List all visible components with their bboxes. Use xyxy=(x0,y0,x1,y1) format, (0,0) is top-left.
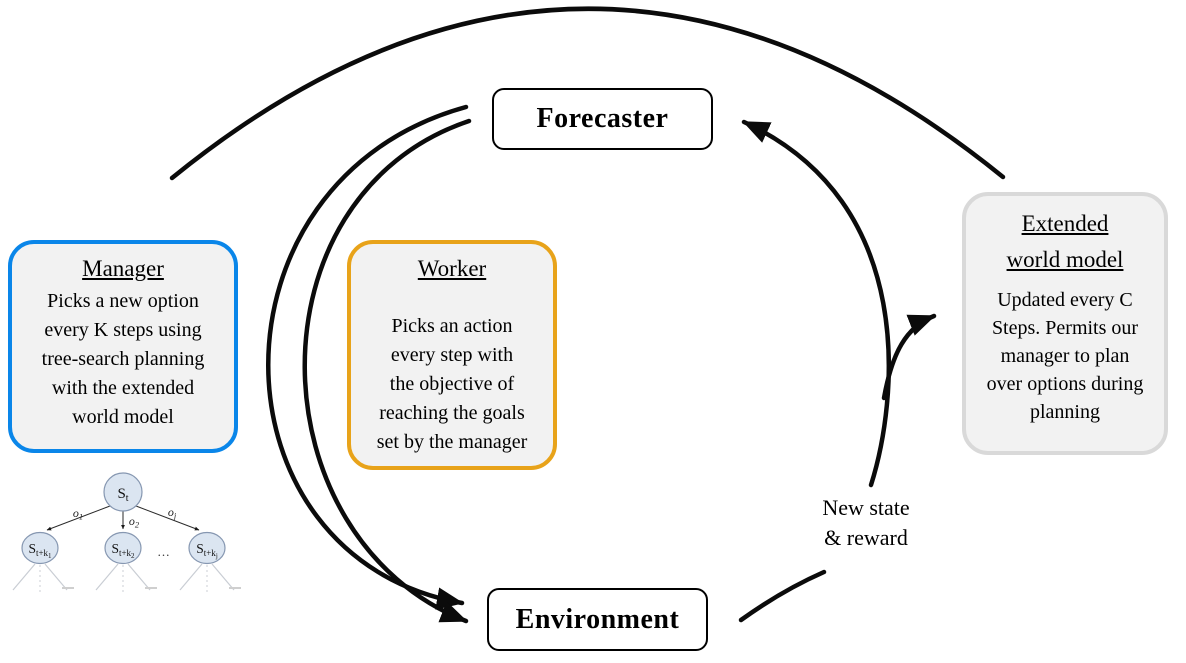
tree-ellipsis: ... xyxy=(158,544,171,559)
worker-body: Picks an action every step with the obje… xyxy=(351,312,553,457)
tree-node-child-2-label: St+k2 xyxy=(111,541,135,560)
tree-fan-1 xyxy=(12,563,74,593)
tree-node-child-2 xyxy=(104,531,142,565)
worker-title: Worker xyxy=(417,256,487,281)
forecaster-label: Forecaster xyxy=(536,103,669,134)
manager-body-line: with the extended xyxy=(51,377,195,399)
manager-body: Picks a new option every K steps using t… xyxy=(12,287,234,432)
extended-world-model-title: Extended world model xyxy=(966,206,1164,278)
tree-node-child-1-label: St+k1 xyxy=(28,541,52,560)
tree-node-child-3-label: St+kj xyxy=(196,541,218,560)
arrow-to-extended-world-model xyxy=(881,313,937,401)
top-arc-curve xyxy=(169,6,1006,181)
manager-box: Manager Picks a new option every K steps… xyxy=(8,240,238,453)
ewm-body-line: over options during xyxy=(986,373,1144,395)
tree-node-child-3 xyxy=(188,531,226,565)
environment-label: Environment xyxy=(515,603,680,635)
ewm-body-line: planning xyxy=(1030,401,1100,423)
worker-body-line: reaching the goals xyxy=(379,402,525,424)
new-state-line: & reward xyxy=(824,525,908,550)
extended-world-model-box: Extended world model Updated every C Ste… xyxy=(962,192,1168,455)
tree-node-root xyxy=(103,472,143,512)
manager-body-line: every K steps using xyxy=(44,319,202,341)
tree-node-root-label: St xyxy=(117,486,128,504)
new-state-reward-label: New state & reward xyxy=(790,493,942,553)
arrow-environment-to-forecaster xyxy=(741,119,891,488)
forecaster-box: Forecaster xyxy=(492,88,713,150)
tree-edge-3-label: oj xyxy=(168,505,177,521)
tree-edge-1 xyxy=(46,505,111,531)
tree-edge-1-label: o1 xyxy=(73,506,83,522)
tree-fan-2 xyxy=(95,563,157,593)
arrow-forecaster-to-environment-outer xyxy=(266,104,469,610)
manager-title: Manager xyxy=(82,256,164,281)
tree-fan-3 xyxy=(179,563,241,593)
worker-body-line: set by the manager xyxy=(376,431,528,453)
manager-body-line: Picks a new option xyxy=(47,290,199,312)
tree-node-child-1 xyxy=(21,531,59,565)
environment-box: Environment xyxy=(487,588,708,651)
tree-diagram: St St+k1 St+k2 St+kj o1 o2 oj ... xyxy=(12,472,241,593)
ewm-body-line: Updated every C xyxy=(997,289,1133,311)
worker-box: Worker Picks an action every step with t… xyxy=(347,240,557,470)
worker-body-line: the objective of xyxy=(389,373,515,395)
arrow-environment-up-start xyxy=(738,569,827,623)
ewm-title-line: world model xyxy=(1006,247,1124,272)
tree-edge-2-label: o2 xyxy=(129,514,140,530)
ewm-body-line: Steps. Permits our xyxy=(991,317,1139,339)
ewm-title-line: Extended xyxy=(1021,211,1109,236)
extended-world-model-body: Updated every C Steps. Permits our manag… xyxy=(966,286,1164,426)
manager-body-line: tree-search planning xyxy=(41,348,205,370)
ewm-body-line: manager to plan xyxy=(1000,345,1130,367)
arrow-forecaster-to-environment-inner xyxy=(302,118,472,624)
worker-body-line: Picks an action xyxy=(391,315,513,337)
tree-edge-3 xyxy=(135,505,200,531)
worker-body-line: every step with xyxy=(390,344,514,366)
manager-body-line: world model xyxy=(72,406,174,428)
new-state-line: New state xyxy=(822,495,910,520)
